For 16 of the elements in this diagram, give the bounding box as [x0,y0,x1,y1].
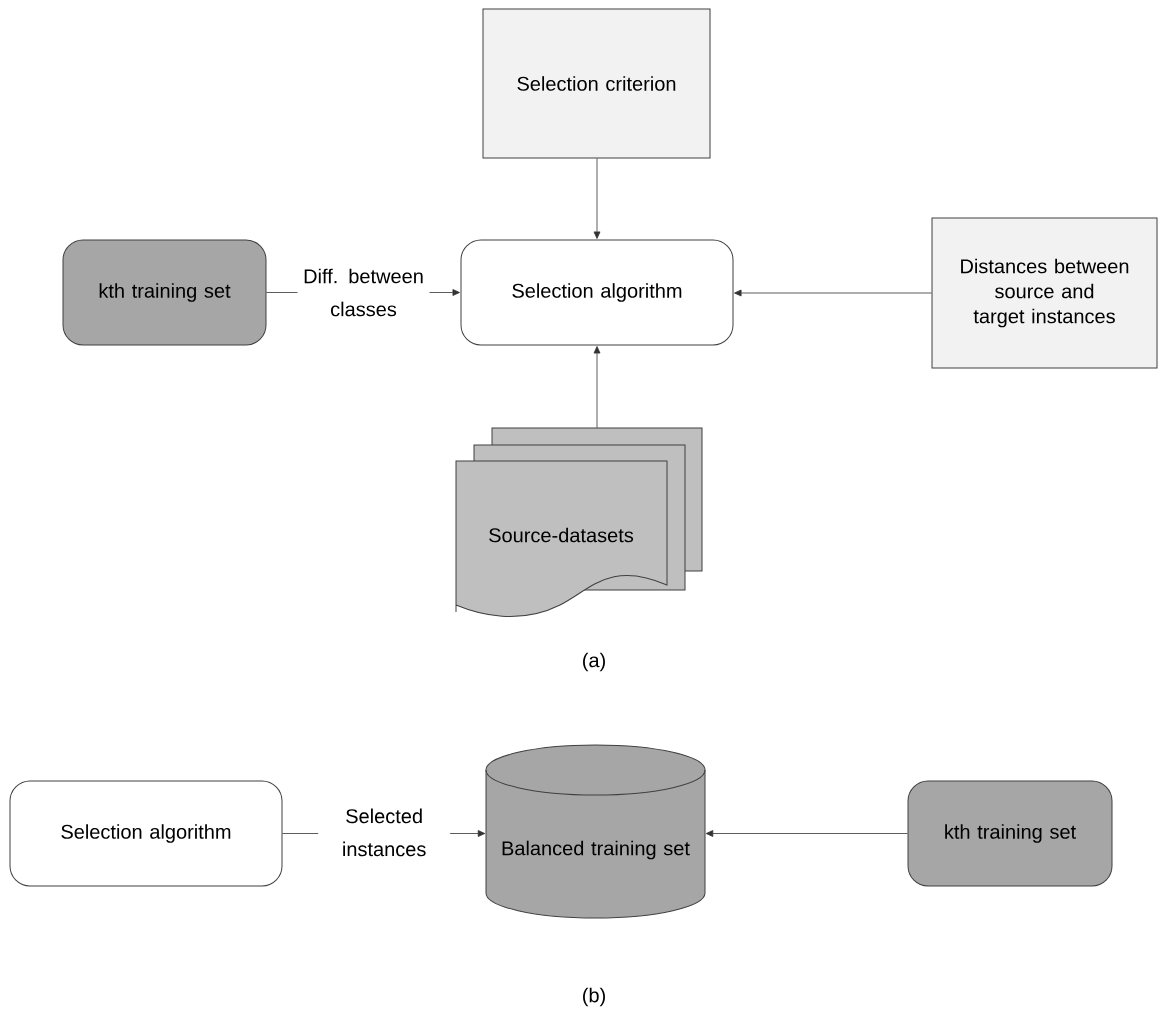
process-box: Distances between source and target instances [931,217,1158,369]
database-cylinder: Balanced training set [485,744,706,919]
rounded-box: Selection algorithm [9,780,283,887]
panel-label: (a) [583,652,605,672]
arrow [593,158,601,239]
rounded-box: kth training set [62,239,267,346]
edge-label: Diff. between classes [297,267,430,318]
process-box: Selection criterion [482,8,711,159]
panel-label: (b) [583,987,605,1007]
rounded-box: kth training set [907,780,1113,887]
rounded-box: Selection algorithm [460,239,734,346]
arrow [593,346,601,429]
document-stack: Source-datasets [455,427,703,618]
arrow [734,289,932,297]
edge-label: Selected instances [318,807,451,858]
arrow [705,830,908,837]
